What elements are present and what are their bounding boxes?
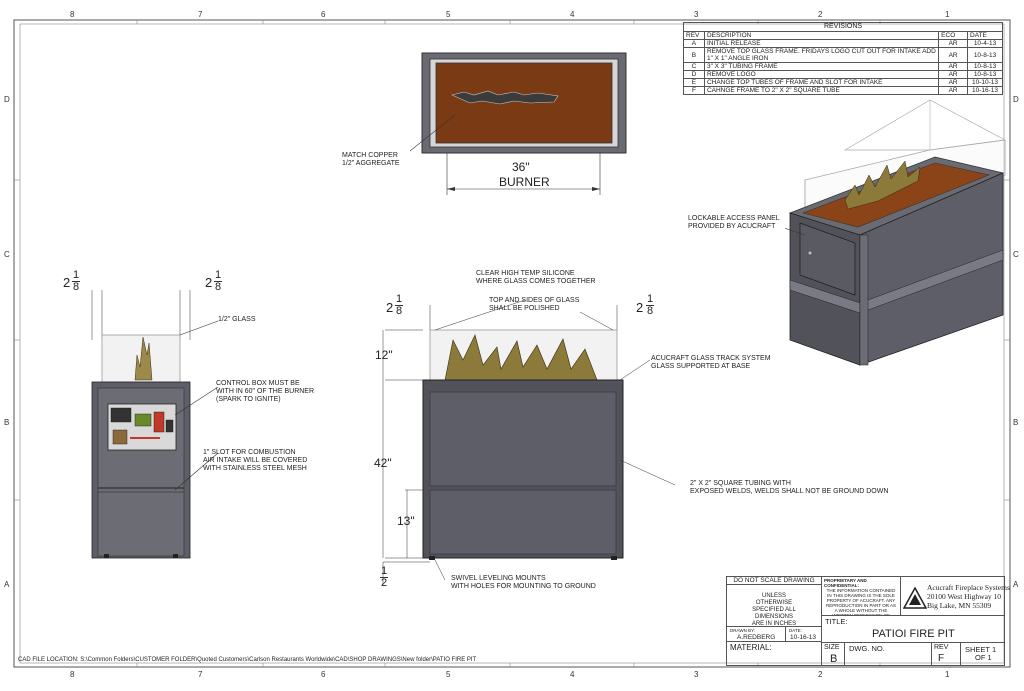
revisions-title: REVISIONS — [683, 22, 1003, 31]
side-flame — [134, 336, 153, 381]
title-block: DO NOT SCALE DRAWING UNLESS OTHERWISE SP… — [726, 576, 1010, 666]
zone-row-a-right: A — [1013, 580, 1019, 589]
burner-pattern — [451, 90, 559, 105]
zone-col-3: 3 — [694, 10, 699, 19]
front-frac-right-whole: 2 — [636, 300, 644, 315]
zone-col-2: 2 — [818, 10, 823, 19]
note-tubing-2: EXPOSED WELDS, WELDS SHALL NOT BE GROUND… — [690, 488, 889, 495]
note-control-box-3: (SPARK TO IGNITE) — [216, 396, 281, 403]
note-slot-3: WITH STAINLESS STEEL MESH — [203, 465, 307, 472]
material-cell: MATERIAL: — [726, 641, 822, 666]
note-control-box-1: CONTROL BOX MUST BE — [216, 380, 300, 387]
dim-42: 42" — [374, 456, 392, 470]
note-track-2: GLASS SUPPORTED AT BASE — [651, 363, 751, 370]
zone-col-2-bottom: 2 — [818, 670, 823, 679]
zone-col-5-bottom: 5 — [446, 670, 451, 679]
note-glass-half: 1/2" GLASS — [218, 316, 256, 323]
zone-col-7-bottom: 7 — [198, 670, 203, 679]
zone-col-4-bottom: 4 — [570, 670, 575, 679]
dim-12: 12" — [375, 348, 393, 362]
front-view-drawing — [382, 300, 675, 585]
note-silicone-2: WHERE GLASS COMES TOGETHER — [476, 278, 596, 285]
zone-col-4: 4 — [570, 10, 575, 19]
note-tubing-1: 2" X 2" SQUARE TUBING WITH — [690, 480, 791, 487]
title-cell: TITLE: PATIOI FIRE PIT — [821, 615, 1005, 643]
front-frac-left-whole: 2 — [386, 300, 394, 315]
zone-col-6: 6 — [321, 10, 326, 19]
zone-col-5: 5 — [446, 10, 451, 19]
zone-row-d: D — [4, 95, 10, 104]
company-address-2: Big Lake, MN 55309 — [927, 601, 992, 610]
note-slot-2: AIR INTAKE WILL BE COVERED — [203, 457, 308, 464]
zone-col-8: 8 — [70, 10, 75, 19]
zone-row-c: C — [4, 250, 10, 259]
note-match-copper: MATCH COPPER — [342, 152, 398, 159]
label-burner: BURNER — [499, 175, 550, 189]
note-slot-1: 1" SLOT FOR COMBUSTION — [203, 449, 296, 456]
zone-row-b-right: B — [1013, 418, 1019, 427]
drawn-by-cell: DRAWN BY: A.REDBERG — [726, 626, 786, 642]
top-view-drawing — [410, 52, 627, 195]
drawing-title: PATIOI FIRE PIT — [872, 628, 955, 640]
zone-col-1-bottom: 1 — [945, 670, 950, 679]
zone-col-8-bottom: 8 — [70, 670, 75, 679]
side-frac-right-whole: 2 — [205, 275, 213, 290]
isometric-view — [785, 99, 1007, 366]
company-address-1: 20100 West Highway 10 — [927, 592, 1002, 601]
sheet-cell: SHEET 1 OF 1 — [960, 642, 1005, 666]
side-frac-left-whole: 2 — [63, 275, 71, 290]
note-polished-1: TOP AND SIDES OF GLASS — [489, 297, 580, 304]
note-silicone-1: CLEAR HIGH TEMP SILICONE — [476, 270, 575, 277]
iso-burner-shards — [844, 160, 921, 210]
zone-col-1: 1 — [945, 10, 950, 19]
note-track-1: ACUCRAFT GLASS TRACK SYSTEM — [651, 355, 771, 362]
zone-row-d-right: D — [1013, 95, 1019, 104]
note-swivel-1: SWIVEL LEVELING MOUNTS — [451, 575, 546, 582]
cad-file-location: CAD FILE LOCATION: S:\Common Folders\CUS… — [18, 657, 477, 663]
tolerance-cell: UNLESS OTHERWISE SPECIFIED ALL DIMENSION… — [726, 584, 822, 627]
revisions-header-row: REV DESCRIPTION ECO DATE — [683, 31, 1003, 40]
zone-row-c-right: C — [1013, 250, 1019, 259]
rev-cell: REV F — [931, 642, 961, 666]
front-burner-shards — [444, 334, 598, 381]
note-control-box-2: WITH IN 60" OF THE BURNER — [216, 388, 315, 395]
zone-col-6-bottom: 6 — [321, 670, 326, 679]
note-access-panel-1: LOCKABLE ACCESS PANEL — [688, 215, 780, 222]
note-polished-2: SHALL BE POLISHED — [489, 305, 560, 312]
dim-13: 13" — [397, 514, 415, 528]
zone-col-7: 7 — [198, 10, 203, 19]
company-cell: Acucraft Fireplace Systems 20100 West Hi… — [900, 576, 1010, 616]
note-aggregate: 1/2" AGGREGATE — [342, 160, 400, 167]
proprietary-cell: PROPRIETARY AND CONFIDENTIAL: THE INFORM… — [821, 576, 901, 616]
size-cell: SIZE B — [821, 642, 845, 666]
zone-row-a: A — [4, 580, 10, 589]
side-view-leaders — [174, 320, 219, 491]
side-view-drawing — [91, 290, 191, 559]
note-access-panel-2: PROVIDED BY ACUCRAFT — [688, 223, 776, 230]
note-swivel-2: WITH HOLES FOR MOUNTING TO GROUND — [451, 583, 596, 590]
acucraft-logo — [903, 587, 927, 609]
dwg-no-cell: DWG. NO. — [844, 642, 932, 666]
company-name: Acucraft Fireplace Systems — [927, 583, 1010, 592]
dim-burner-36: 36" — [512, 160, 530, 174]
zone-row-b: B — [4, 418, 10, 427]
date-cell: DATE: 10-16-13 — [785, 626, 822, 642]
zone-col-3-bottom: 3 — [694, 670, 699, 679]
